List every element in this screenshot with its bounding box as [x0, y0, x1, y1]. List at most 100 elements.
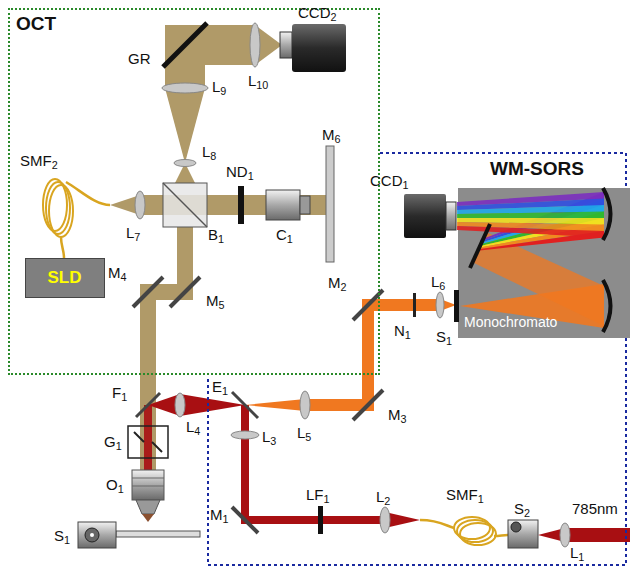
text-base: M — [322, 126, 335, 143]
part-label: S1 — [436, 328, 452, 346]
fiber-coil — [460, 523, 496, 545]
text-subscript: 2 — [384, 495, 390, 507]
system-region: WM-SORSMonochromato — [208, 153, 630, 567]
part-label: B1 — [208, 226, 224, 244]
text-base: B — [208, 226, 218, 243]
part-label: M1 — [210, 506, 229, 524]
text-subscript: 2 — [52, 159, 58, 171]
part-label: L6 — [431, 273, 445, 291]
part-label: SMF2 — [20, 152, 58, 170]
notch-filter — [413, 293, 416, 317]
beam-splitter — [163, 183, 207, 227]
text-subscript: 4 — [194, 425, 200, 437]
mirror — [232, 507, 258, 533]
text-base: E — [212, 378, 222, 395]
text-base: F — [112, 384, 121, 401]
system-region: OCTSLD — [8, 8, 380, 375]
text-subscript: 2 — [524, 507, 530, 519]
dichroic-mirror — [232, 392, 258, 418]
mirror — [353, 390, 383, 420]
region-heading: OCT — [16, 13, 56, 35]
fiber-mount — [508, 520, 538, 548]
text-subscript: 9 — [220, 85, 226, 97]
stage-rod — [116, 531, 200, 537]
oct-beam — [165, 88, 205, 163]
part-label: M6 — [322, 126, 341, 144]
text-subscript: 1 — [222, 385, 228, 397]
text-base: CCD — [370, 172, 403, 189]
text-base: S — [436, 328, 446, 345]
text-subscript: 6 — [439, 280, 445, 292]
text-subscript: 4 — [121, 271, 127, 283]
part-label: L5 — [297, 424, 311, 442]
part-label: L4 — [186, 418, 200, 436]
text-subscript: 3 — [270, 435, 276, 447]
text-base: L — [186, 418, 194, 435]
objective — [136, 500, 160, 514]
text-base: M — [388, 406, 401, 423]
oct-beam — [148, 227, 185, 470]
part-label: M4 — [108, 264, 127, 282]
part-label: L1 — [570, 544, 584, 562]
beam-splitter — [163, 183, 207, 227]
part-label: ND1 — [226, 163, 254, 181]
text-base: L — [570, 544, 578, 561]
part-label: C1 — [276, 226, 293, 244]
text-subscript: 1 — [121, 391, 127, 403]
lens — [250, 23, 260, 67]
region-border — [208, 153, 626, 565]
part-label: O1 — [106, 476, 124, 494]
text-subscript: 1 — [578, 551, 584, 563]
fiber — [420, 520, 454, 528]
part-label: CCD2 — [298, 4, 337, 22]
text-base: L — [248, 72, 256, 89]
text-subscript: 2 — [341, 281, 347, 293]
text-subscript: 1 — [403, 179, 409, 191]
raman-beam — [305, 305, 440, 405]
text-base: L — [297, 424, 305, 441]
text-base: L — [262, 428, 270, 445]
text-base: C — [276, 226, 287, 243]
dichroic-mirror — [136, 393, 160, 417]
text-base: CCD — [298, 4, 331, 21]
text-subscript: 1 — [223, 513, 229, 525]
part-label: L10 — [248, 72, 268, 90]
part-label: E1 — [212, 378, 228, 396]
monochromator-housing — [458, 188, 630, 338]
part-label: S1 — [54, 527, 70, 545]
part-label: 785nm — [572, 500, 618, 518]
laser-beam — [144, 405, 152, 470]
translation-stage — [78, 522, 116, 548]
objective — [300, 196, 310, 214]
part-label: F1 — [112, 384, 127, 402]
text-subscript: 1 — [405, 329, 411, 341]
part-label: G1 — [104, 433, 122, 451]
text-subscript: 3 — [401, 413, 407, 425]
monochromator-box: Monochromato — [458, 188, 630, 338]
part-label: L3 — [262, 428, 276, 446]
part-label: M5 — [206, 292, 225, 310]
part-label: GR — [128, 50, 151, 68]
laser-beam — [565, 528, 630, 542]
galvo-mirror — [134, 432, 144, 442]
galvo-mirror — [152, 442, 162, 452]
fiber — [494, 535, 508, 536]
text-subscript: 1 — [324, 493, 330, 505]
mirror — [170, 277, 200, 307]
text-base: L — [126, 224, 134, 241]
galvo-box — [128, 426, 168, 458]
raman-beam — [245, 399, 305, 411]
text-base: ND — [226, 163, 248, 180]
camera-body — [404, 194, 446, 238]
text-base: M — [108, 264, 121, 281]
text-subscript: 1 — [118, 483, 124, 495]
part-label: M2 — [328, 274, 347, 292]
text-base: L — [202, 143, 210, 160]
camera-lens — [446, 202, 456, 230]
text-base: S — [54, 527, 64, 544]
text-base: L — [431, 273, 439, 290]
curved-mirror — [603, 280, 611, 332]
part-label: S2 — [514, 500, 530, 518]
objective-ring — [132, 486, 164, 487]
text-base: M — [210, 506, 223, 523]
